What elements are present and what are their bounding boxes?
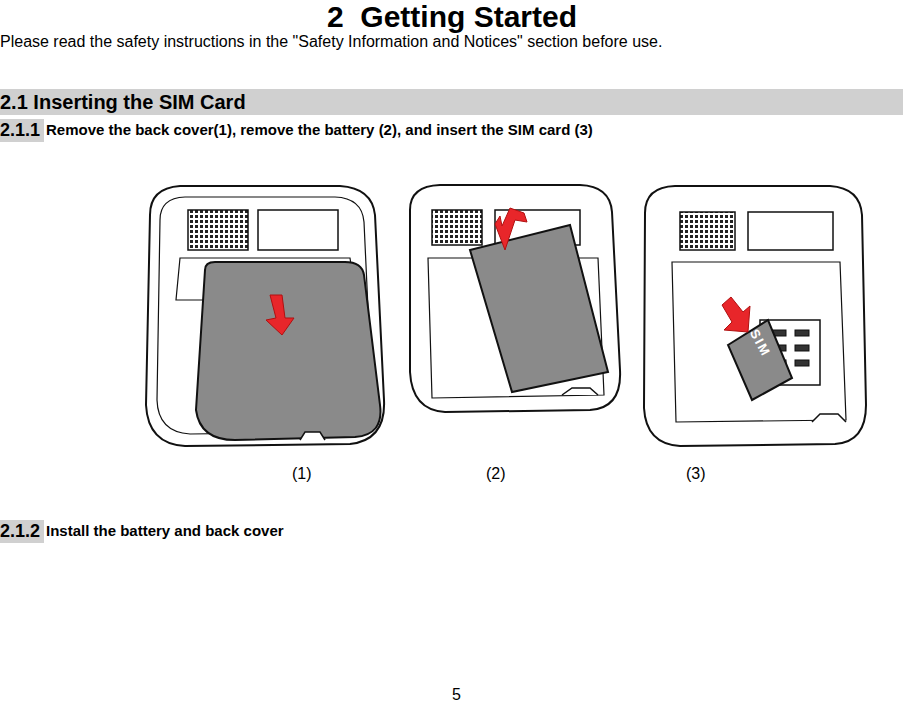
figure-number: (1) xyxy=(292,465,312,483)
heading-text: 2.1.2 xyxy=(0,521,42,542)
step-text: Install the battery and back cover xyxy=(46,522,284,539)
page-number: 5 xyxy=(452,686,461,704)
step-number: 2.1.2 xyxy=(0,520,44,543)
figure-number: (3) xyxy=(686,465,706,483)
page-title: 2 Getting Started xyxy=(327,0,577,35)
step-number: 2.1.1 xyxy=(0,119,44,142)
heading-text: 2.1 Inserting the SIM Card xyxy=(0,91,903,114)
heading-text: 2.1.1 xyxy=(0,120,42,141)
phone-battery-removal xyxy=(410,185,620,412)
figure-number: (2) xyxy=(486,465,506,483)
section-band: 2.1 Inserting the SIM Card xyxy=(0,89,903,115)
phone-sim-insert xyxy=(644,186,866,446)
step-text: Remove the back cover(1), remove the bat… xyxy=(46,121,593,138)
phone-back-cover-removal xyxy=(146,186,384,446)
intro-text: Please read the safety instructions in t… xyxy=(0,33,662,51)
